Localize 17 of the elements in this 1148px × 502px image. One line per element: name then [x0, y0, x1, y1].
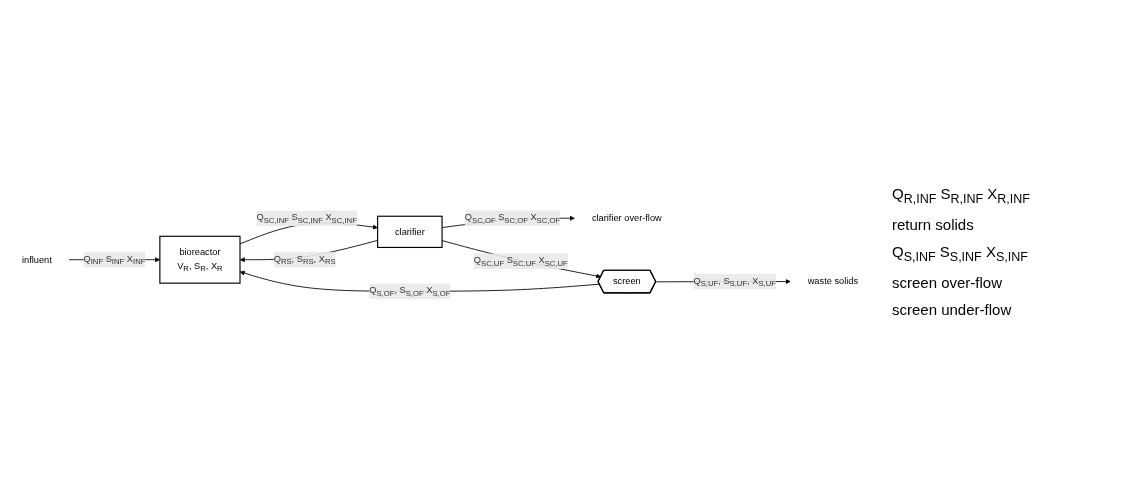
edge-label: Q$_{RS}$, S$_{RS}$, X$_{RS}$	[273, 253, 336, 266]
edge-label: Q$_{INF}$ S$_{INF}$ X$_{INF}$	[83, 253, 146, 266]
edge-label: Q$_{S,OF}$, S$_{S,OF}$ X$_{S,OF}$	[369, 285, 451, 298]
edge-label: Q$_{SC,UF}$ S$_{SC,UF}$ X$_{SC,UF}$	[473, 255, 568, 268]
node-text: waste solids	[807, 276, 859, 287]
stream-label: Q$_{S,INF}$ S$_{S,INF}$ X$_{S,INF}$	[892, 242, 1029, 264]
edge-label: Q$_{S,UF}$, S$_{S,UF}$, X$_{S,UF}$	[693, 275, 776, 288]
edge-label: Q$_{SC,OF}$ S$_{SC,OF}$ X$_{SC,OF}$	[464, 212, 561, 225]
node-box: bioreactor V$_{R}$, S$_{R}$, X$_{R}$	[159, 235, 241, 284]
stream-label: return solids	[892, 215, 975, 233]
edge-label: Q$_{SC,INF}$ S$_{SC,INF}$ X$_{SC,INF}$	[256, 212, 357, 225]
stream-label: screen under-flow	[892, 300, 1013, 318]
node-text: influent	[21, 254, 52, 265]
node-box: clarifier	[377, 215, 443, 249]
node-text: clarifier over-flow	[591, 213, 662, 223]
stream-label: screen over-flow	[892, 273, 1004, 291]
stream-label: Q$_{R,INF}$ S$_{R,INF}$ X$_{R,INF}$	[892, 184, 1031, 206]
